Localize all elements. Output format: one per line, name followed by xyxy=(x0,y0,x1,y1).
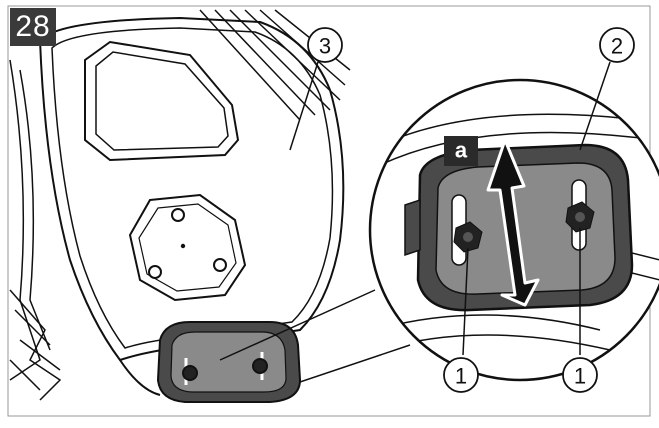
bolt-icon xyxy=(453,221,483,253)
callout-plate: 2 xyxy=(599,27,635,63)
callout-leaders xyxy=(289,61,611,356)
bolt-icon xyxy=(565,201,595,233)
svg-text:1: 1 xyxy=(455,364,467,389)
housing-window xyxy=(84,40,240,162)
callout-housing: 3 xyxy=(307,27,343,63)
octagon-mount xyxy=(128,193,247,302)
mechanism-left-edge xyxy=(9,59,62,401)
svg-text:2: 2 xyxy=(611,34,623,59)
svg-text:1: 1 xyxy=(574,364,586,389)
adjust-badge: a xyxy=(444,136,478,166)
svg-text:3: 3 xyxy=(319,34,331,59)
callout-fastener-right: 1 xyxy=(562,357,598,393)
svg-text:a: a xyxy=(455,138,468,163)
double-arrow-icon xyxy=(486,138,540,307)
adjustment-plate-inner xyxy=(435,162,616,295)
small-bracket xyxy=(156,321,302,403)
plate-tab xyxy=(404,198,421,257)
callout-fastener-left: 1 xyxy=(443,357,479,393)
zoom-detail xyxy=(368,78,659,382)
zoom-leader-lines xyxy=(219,289,411,383)
housing-bottom-edge xyxy=(119,359,161,396)
step-number-badge: 28 xyxy=(10,8,56,46)
